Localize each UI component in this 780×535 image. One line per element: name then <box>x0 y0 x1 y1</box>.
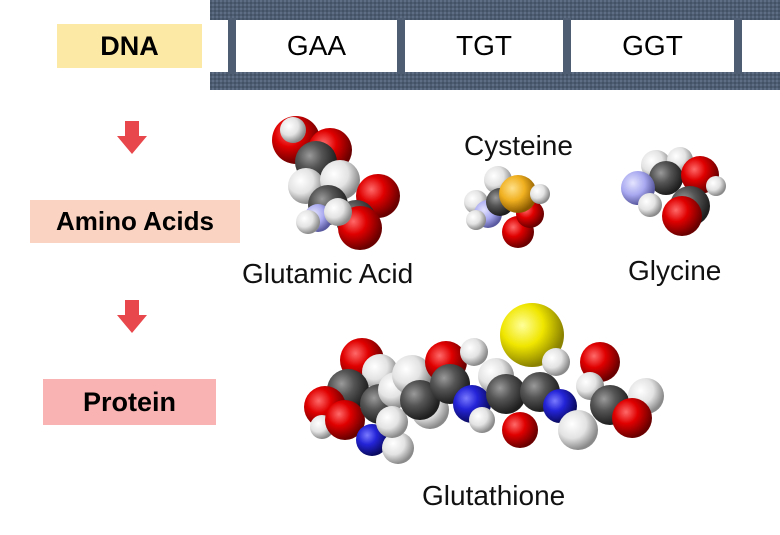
dna-bottom-strand <box>210 72 780 90</box>
dna-label: DNA <box>57 24 202 68</box>
glutamic-acid-label: Glutamic Acid <box>242 258 414 289</box>
glutathione-label: Glutathione <box>422 480 566 511</box>
glycine-label: Glycine <box>628 255 722 286</box>
amino-acids-label: Amino Acids <box>30 200 240 243</box>
cysteine-model <box>464 166 550 248</box>
glutathione-model <box>304 303 664 464</box>
cysteine-label: Cysteine <box>464 130 573 161</box>
dna-rung <box>734 18 742 74</box>
down-arrow-icon <box>117 300 147 333</box>
down-arrow-icon <box>117 121 147 154</box>
codon-3: GGT <box>622 30 683 61</box>
codon-2: TGT <box>456 30 512 61</box>
glutamic-acid-model <box>272 116 400 250</box>
dna-strand <box>210 0 780 90</box>
codon-1: GAA <box>286 30 347 61</box>
dna-rung <box>397 18 405 74</box>
protein-label: Protein <box>43 379 216 425</box>
dna-rung <box>563 18 571 74</box>
glycine-model <box>621 147 726 236</box>
dna-top-strand <box>210 0 780 20</box>
dna-rung <box>228 18 236 74</box>
